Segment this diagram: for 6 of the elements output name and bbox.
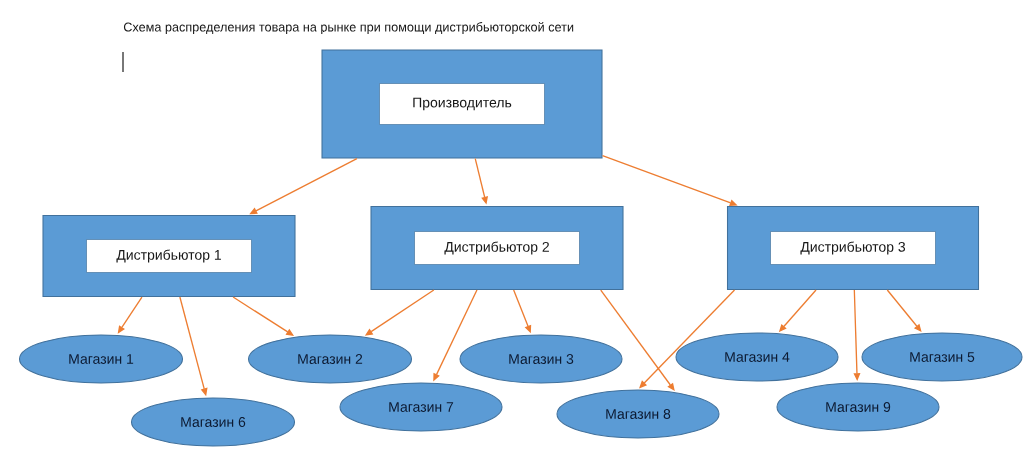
arrow xyxy=(117,296,143,334)
process-box: Дистрибьютор 3 xyxy=(726,205,980,291)
process-box: Производитель xyxy=(321,49,603,159)
process-box: Дистрибьютор 2 xyxy=(370,205,624,291)
process-box: Дистрибьютор 1 xyxy=(42,214,296,298)
title: Схема распределения товара на рынке при помощи дистрибьюторской сети xyxy=(123,22,574,35)
